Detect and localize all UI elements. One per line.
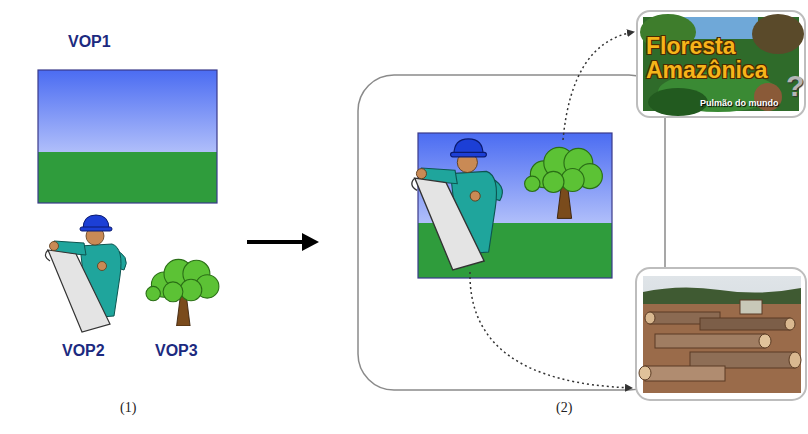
arrow-head — [302, 233, 319, 251]
grass — [38, 152, 217, 203]
poster-shape — [648, 88, 708, 116]
object-label: VOP2 — [62, 342, 105, 360]
logs — [639, 300, 801, 381]
sky — [38, 70, 217, 203]
poster-subtitle: Pulmão do mundo — [700, 98, 780, 108]
tree-object — [146, 259, 219, 326]
poster-title: Floresta Amazônica — [646, 34, 778, 82]
object-label: VOP1 — [68, 33, 111, 51]
arrow-shaft — [247, 240, 304, 244]
compose-arrow — [247, 233, 319, 251]
poster-shape — [752, 14, 804, 54]
dotted-link — [470, 272, 632, 388]
worker-object — [45, 215, 126, 332]
ground — [643, 304, 801, 393]
object-label: VOP3 — [155, 342, 198, 360]
plane-border — [38, 70, 217, 203]
photo-frame — [636, 268, 806, 400]
deforestation-photo — [636, 268, 806, 400]
question-mark: ? — [786, 70, 806, 102]
panel-number: (1) — [120, 400, 136, 416]
photo-sky — [643, 276, 801, 393]
tree-object — [525, 147, 603, 218]
screen-frame — [358, 75, 665, 390]
panel-number: (2) — [556, 400, 572, 416]
worker-object — [412, 139, 503, 270]
dotted-link — [563, 32, 634, 140]
poster-image: Floresta AmazônicaPulmão do mundo? — [636, 10, 806, 118]
treeline — [643, 287, 801, 306]
background-plane — [38, 70, 217, 203]
